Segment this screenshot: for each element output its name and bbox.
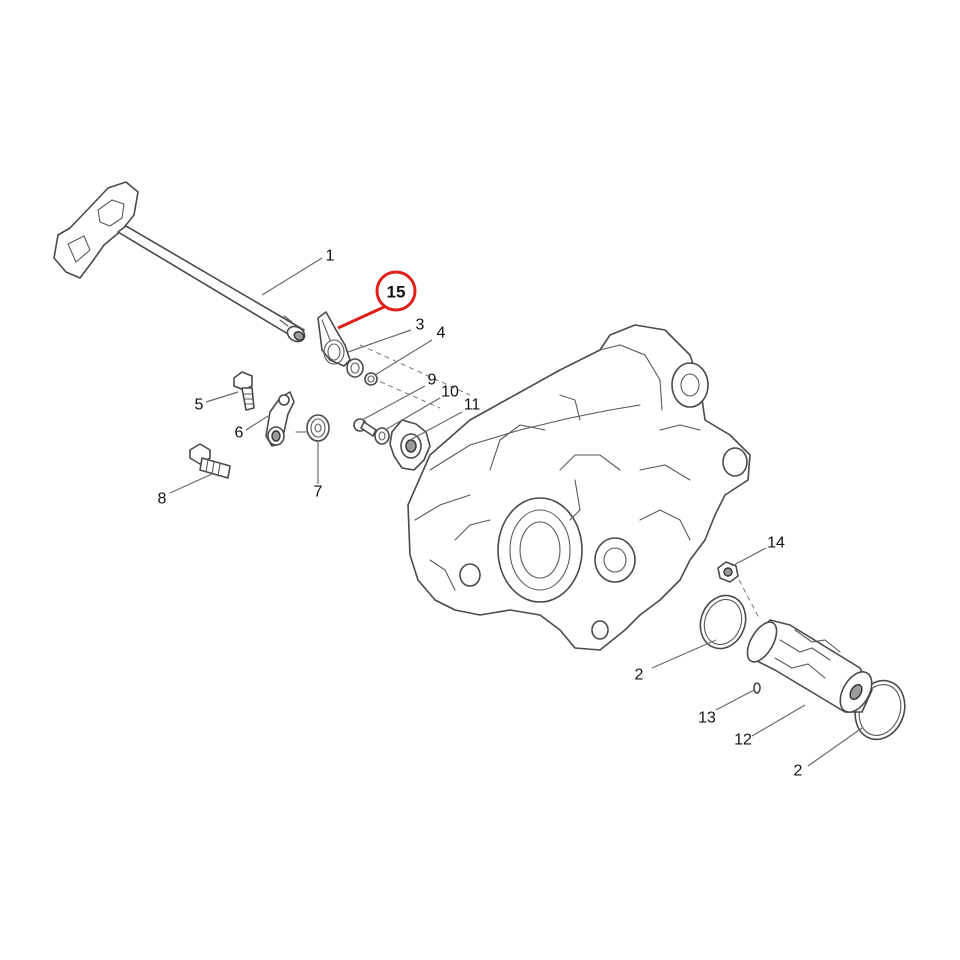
callout-12: 12 <box>734 732 752 749</box>
part-5-bolt <box>233 371 255 411</box>
callout-2-lower: 2 <box>794 763 803 780</box>
part-6-shift-lever <box>265 391 295 447</box>
part-10-washer <box>374 427 390 445</box>
callout-15: 15 <box>387 283 406 302</box>
part-13-pin <box>753 682 761 694</box>
part-15-return-spring <box>317 311 351 367</box>
callout-2-upper: 2 <box>635 667 644 684</box>
callout-4: 4 <box>437 325 446 342</box>
part-1-shift-shaft <box>53 181 306 343</box>
callout-5: 5 <box>195 397 204 414</box>
part-3-washer <box>346 358 364 378</box>
part-7-spring <box>295 414 330 442</box>
callout-3: 3 <box>416 317 425 334</box>
callout-9: 9 <box>428 372 437 389</box>
callout-13: 13 <box>698 710 716 727</box>
callout-7: 7 <box>314 484 323 501</box>
part-2-o-ring-upper <box>699 594 747 650</box>
highlight-circle <box>375 270 417 312</box>
callout-1: 1 <box>326 248 335 265</box>
leader-lines <box>169 257 863 767</box>
part-14-nut <box>717 561 739 583</box>
part-4-circlip <box>364 372 378 386</box>
callout-11: 11 <box>464 397 481 414</box>
part-12-shift-drum <box>746 619 873 713</box>
callout-14: 14 <box>767 535 785 552</box>
callout-labels: 1 15 3 4 5 6 7 8 9 10 11 14 2 13 12 2 <box>158 248 803 780</box>
part-9-screw <box>353 418 377 437</box>
callout-6: 6 <box>235 425 244 442</box>
callout-10: 10 <box>441 384 459 401</box>
callout-8: 8 <box>158 491 167 508</box>
part-8-stud-bolt <box>189 443 231 479</box>
part-11-shift-star <box>389 419 431 471</box>
crankcase-half <box>407 324 751 651</box>
